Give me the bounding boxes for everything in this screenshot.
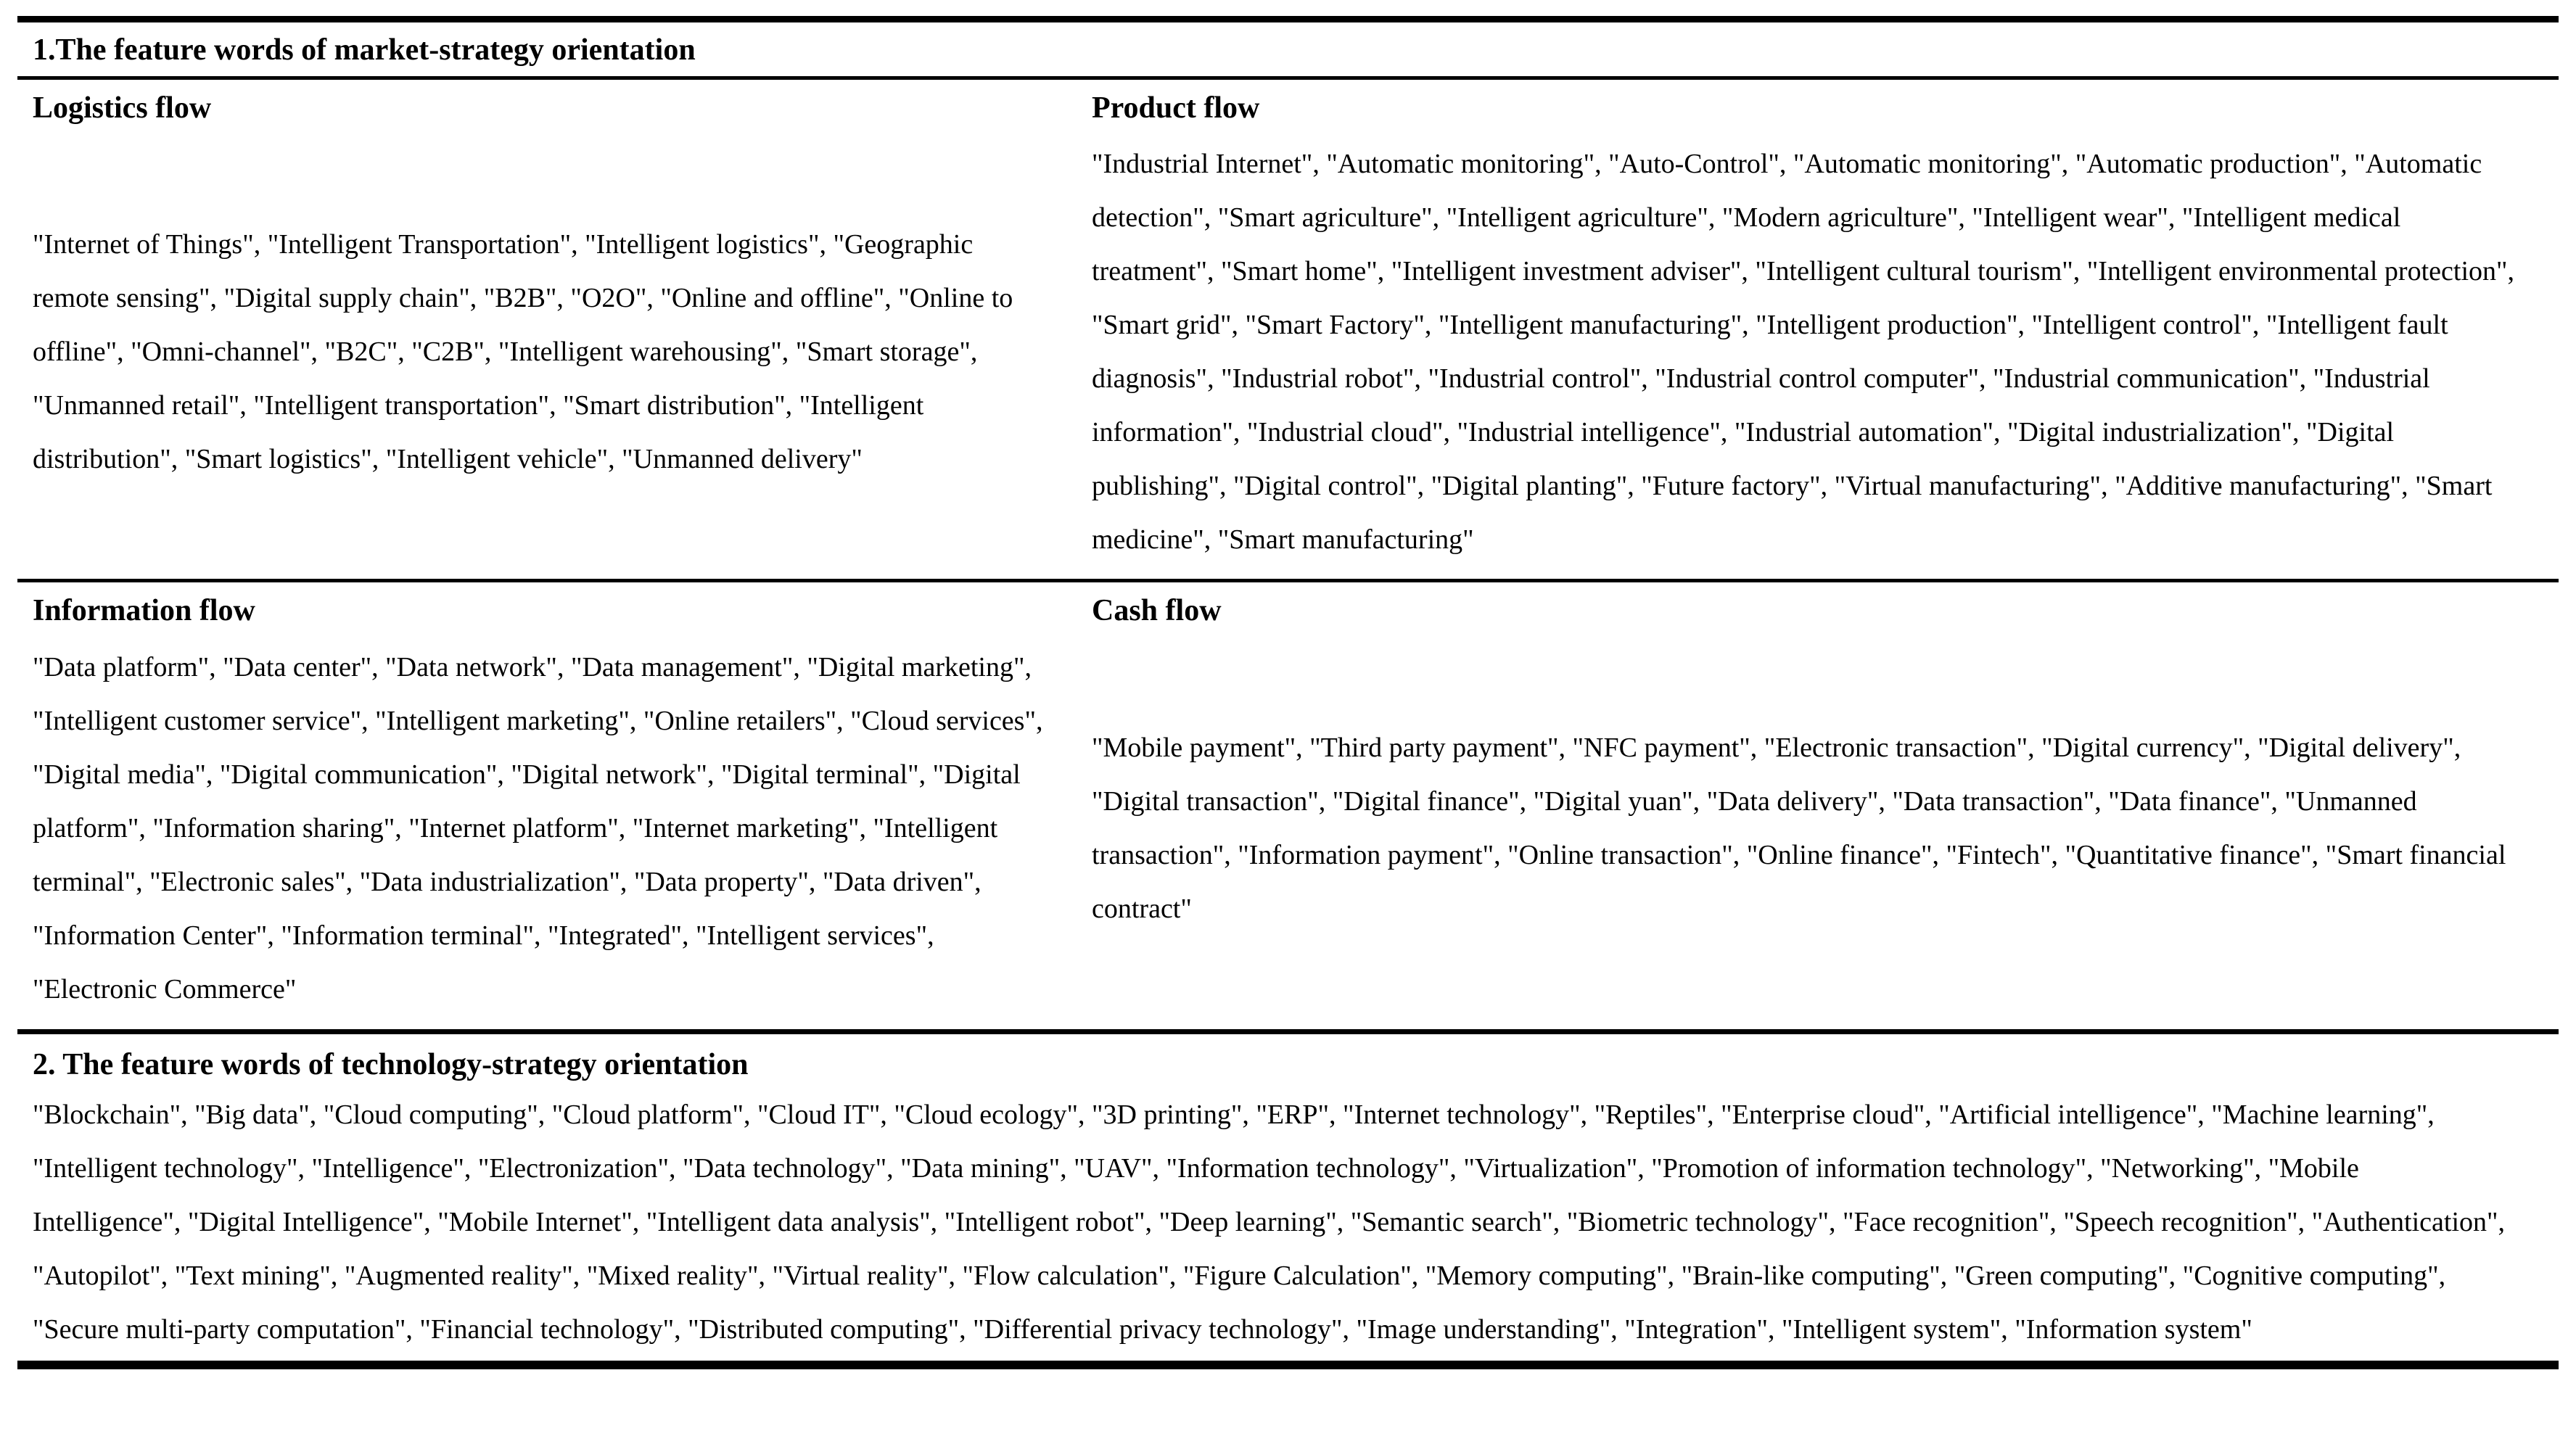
information-flow-cell: Information flow "Data platform", "Data …: [17, 582, 1077, 1029]
section1-title: 1.The feature words of market-strategy o…: [17, 22, 2559, 80]
product-flow-label: Product flow: [1092, 91, 1260, 125]
logistics-flow-words: "Internet of Things", "Intelligent Trans…: [33, 229, 1013, 474]
market-strategy-row-1: Logistics flow "Internet of Things", "In…: [17, 80, 2559, 582]
information-flow-label: Information flow: [33, 594, 255, 627]
market-strategy-row-2: Information flow "Data platform", "Data …: [17, 582, 2559, 1034]
cash-flow-words: "Mobile payment", "Third party payment",…: [1092, 733, 2506, 924]
logistics-flow-label: Logistics flow: [33, 91, 212, 125]
section2-title: 2. The feature words of technology-strat…: [33, 1048, 749, 1081]
cash-flow-label: Cash flow: [1092, 594, 1222, 627]
cash-flow-cell: Cash flow "Mobile payment", "Third party…: [1077, 582, 2559, 1029]
technology-strategy-row: 2. The feature words of technology-strat…: [17, 1034, 2559, 1361]
technology-strategy-words: "Blockchain", "Big data", "Cloud computi…: [33, 1100, 2506, 1345]
information-flow-words: "Data platform", "Data center", "Data ne…: [33, 652, 1043, 1005]
logistics-flow-cell: Logistics flow "Internet of Things", "In…: [17, 80, 1077, 579]
feature-words-table: 1.The feature words of market-strategy o…: [17, 16, 2559, 1369]
product-flow-words: "Industrial Internet", "Automatic monito…: [1092, 149, 2515, 555]
product-flow-cell: Product flow "Industrial Internet", "Aut…: [1077, 80, 2559, 579]
